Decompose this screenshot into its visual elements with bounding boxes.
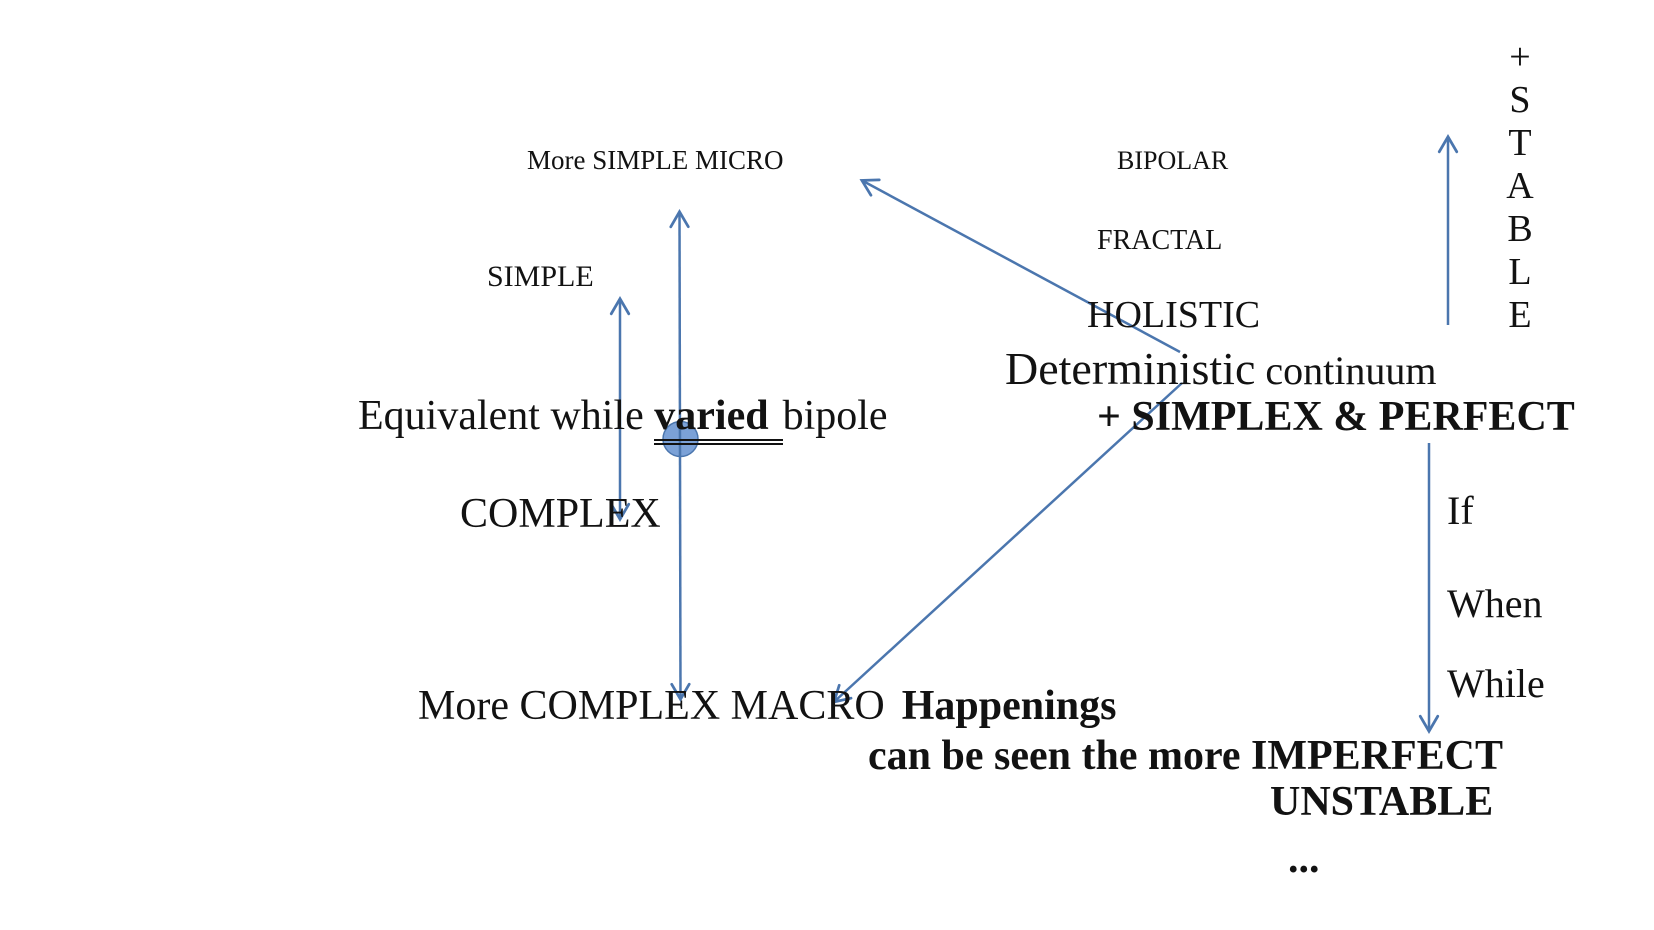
label-more-complex-macro-happenings: More COMPLEX MACRO Happenings <box>418 683 1116 729</box>
label-complex: COMPLEX <box>460 491 661 537</box>
label-unstable: UNSTABLE <box>1270 779 1494 825</box>
label-stable-column: + S T A B L E <box>1506 36 1534 336</box>
label-can-be-seen-imperfect: can be seen the more IMPERFECT <box>868 733 1503 779</box>
label-bipolar: BIPOLAR <box>1117 146 1229 175</box>
label-deterministic: Deterministic <box>1005 343 1256 394</box>
holistic-to-micro-arrow <box>859 178 1181 354</box>
label-more-simple-micro: More SIMPLE MICRO <box>527 145 784 175</box>
micro-macro-double-arrow <box>669 209 691 702</box>
label-equivalent-suffix: bipole <box>782 393 888 439</box>
label-simple: SIMPLE <box>487 260 594 293</box>
label-while: While <box>1447 661 1545 706</box>
label-equivalent-prefix: Equivalent while <box>358 393 655 439</box>
label-deterministic-continuum: Deterministic continuum <box>1005 343 1437 395</box>
label-happenings: Happenings <box>901 683 1117 729</box>
label-if: If <box>1447 488 1474 533</box>
deterministic-to-macro-arrow <box>832 382 1183 704</box>
label-holistic: HOLISTIC <box>1087 294 1261 336</box>
label-ellipsis: ... <box>1288 836 1320 882</box>
label-more-complex-macro: More COMPLEX MACRO <box>418 683 885 729</box>
label-continuum: continuum <box>1255 348 1437 393</box>
label-when: When <box>1447 581 1543 626</box>
label-varied-underlined: varied <box>654 393 783 445</box>
label-fractal: FRACTAL <box>1097 225 1223 256</box>
label-simplex-perfect: + SIMPLEX & PERFECT <box>1097 394 1575 440</box>
